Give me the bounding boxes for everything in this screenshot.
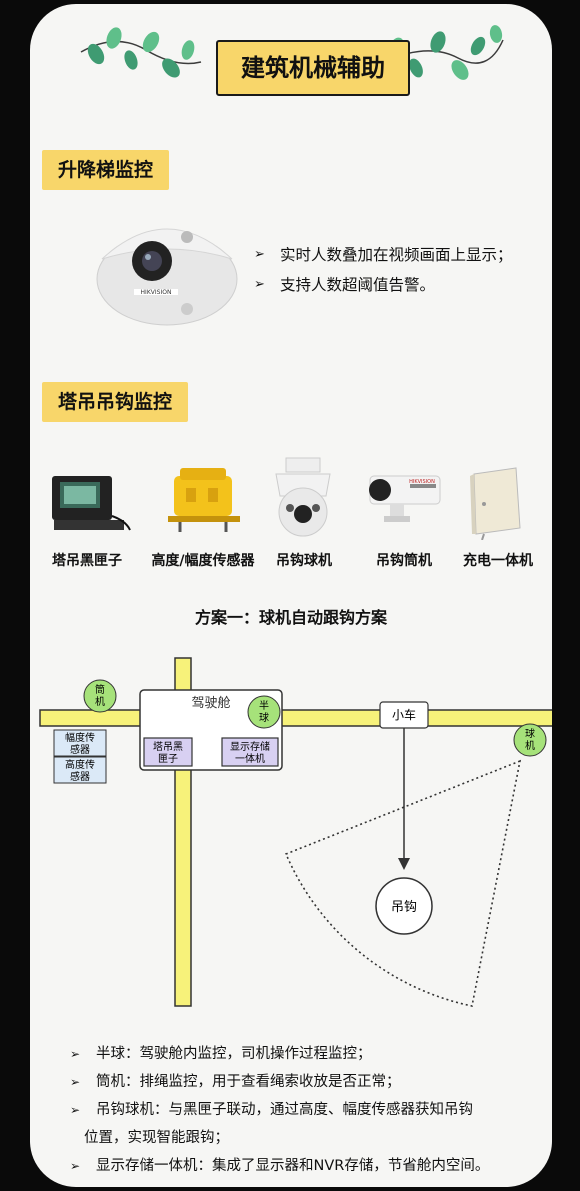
device-label: 高度/幅度传感器 xyxy=(151,553,255,569)
page-title: 建筑机械辅助 xyxy=(216,40,410,96)
device-label: 吊钩筒机 xyxy=(376,553,432,569)
list-item: ➢显示存储一体机：集成了显示器和NVR存储，节省舱内空间。 xyxy=(70,1152,530,1180)
height-sensor-label-1: 高度传 xyxy=(65,758,95,771)
trolley-label: 小车 xyxy=(392,707,416,722)
list-item: ➢半球：驾驶舱内监控，司机操作过程监控； xyxy=(70,1040,530,1068)
hook-arrow-icon xyxy=(398,858,410,870)
dome-camera-icon xyxy=(275,457,331,537)
half-dome-label-1: 半 xyxy=(259,699,269,712)
blackbox-label-1: 塔吊黑 xyxy=(153,740,183,753)
scheme-notes: ➢半球：驾驶舱内监控，司机操作过程监控； ➢筒机：排绳监控，用于查看绳索收放是否… xyxy=(70,1040,530,1180)
diagram-blackbox xyxy=(143,737,193,767)
device-label: 充电一体机 xyxy=(463,553,533,569)
list-item: ➢支持人数超阈值告警。 xyxy=(254,270,513,300)
device-label: 吊钩球机 xyxy=(276,553,332,569)
list-item-continuation: 位置，实现智能跟钩； xyxy=(84,1130,229,1146)
hook-label: 吊钩 xyxy=(391,900,417,915)
half-dome-label-2: 球 xyxy=(259,711,269,724)
charging-box-icon xyxy=(470,467,521,540)
arrow-icon: ➢ xyxy=(70,1075,81,1089)
diagram-hook xyxy=(375,877,433,935)
range-sensor-label-2: 感器 xyxy=(70,743,90,756)
list-item: ➢吊钩球机：与黑匣子联动，通过高度、幅度传感器获知吊钩 xyxy=(70,1096,530,1124)
bullet-camera-icon: HIKVISION xyxy=(369,475,441,522)
diagram-half-dome-dot xyxy=(247,695,281,729)
vine-left-decoration xyxy=(80,27,202,78)
fisheye-camera-icon: HIKVISION xyxy=(96,228,238,326)
dome-label-2: 机 xyxy=(525,739,535,752)
camera-brand-text: HIKVISION xyxy=(141,289,172,296)
arrow-icon: ➢ xyxy=(70,1047,81,1061)
list-item: ➢实时人数叠加在视频画面上显示； xyxy=(254,240,513,270)
arrow-icon: ➢ xyxy=(70,1103,81,1117)
arrow-icon: ➢ xyxy=(254,277,265,292)
device-label: 塔吊黑匣子 xyxy=(52,553,122,569)
cab-label: 驾驶舱 xyxy=(191,696,230,711)
arrow-icon: ➢ xyxy=(254,247,265,262)
display-label-2: 一体机 xyxy=(235,752,265,765)
diagram-range-sensor xyxy=(53,729,107,757)
height-sensor-label-2: 感器 xyxy=(70,770,90,783)
arrow-icon: ➢ xyxy=(70,1159,81,1173)
list-item: ➢筒机：排绳监控，用于查看绳索收放是否正常； xyxy=(70,1068,530,1096)
diagram-dome-cam-dot xyxy=(513,723,547,757)
sensor-device-icon xyxy=(168,468,240,532)
cylinder-label-1: 筒 xyxy=(95,683,105,696)
blackbox-label-2: 匣子 xyxy=(158,753,178,765)
cylinder-label-2: 机 xyxy=(95,695,105,708)
display-label-1: 显示存储 xyxy=(230,740,270,753)
crane-diagram: 驾驶舱 塔吊黑 匣子 显示存储 一体机 幅度传 感器 高度传 感器 筒 机 半 … xyxy=(39,657,552,1007)
range-sensor-label-1: 幅度传 xyxy=(65,731,95,744)
diagram-display-box xyxy=(221,737,279,767)
section-title-elevator: 升降梯监控 xyxy=(42,150,170,190)
diagram-height-sensor xyxy=(53,756,107,784)
diagram-bullet-cam-dot xyxy=(83,679,117,713)
bullet-camera-brand: HIKVISION xyxy=(409,479,435,485)
poster-card: 建筑机械辅助 升降梯监控 HIKVISION ➢实时人数叠加在视频画面上显示； … xyxy=(30,4,552,1187)
crane-jib xyxy=(39,709,552,727)
section-title-crane-hook: 塔吊吊钩监控 xyxy=(42,382,189,422)
scheme-title: 方案一：球机自动跟钩方案 xyxy=(194,608,387,627)
black-box-device-icon xyxy=(52,476,131,531)
dome-view-sector xyxy=(284,759,522,1007)
elevator-bullets: ➢实时人数叠加在视频画面上显示； ➢支持人数超阈值告警。 xyxy=(254,240,513,300)
header-title-wrap: 建筑机械辅助 xyxy=(188,40,414,96)
dome-label-1: 球 xyxy=(525,727,535,740)
